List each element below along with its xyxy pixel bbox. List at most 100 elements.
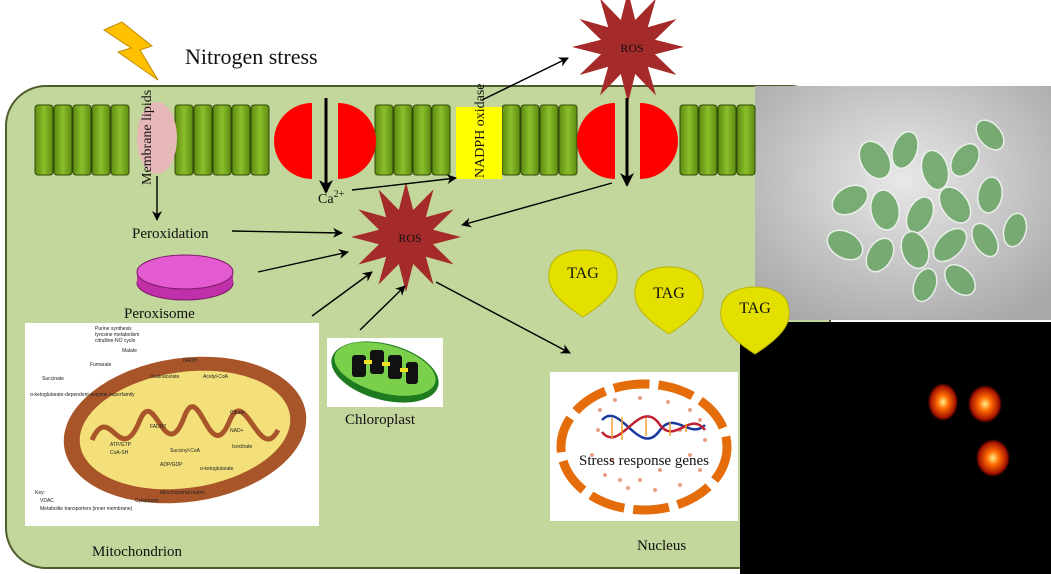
mito-annotation: Cytoplasm — [135, 498, 159, 504]
membrane-cylinder — [374, 104, 394, 176]
mito-annotation: CoA-SH — [110, 450, 129, 456]
mito-annotation: Succinate — [42, 376, 64, 382]
tag-label: TAG — [653, 285, 685, 302]
membrane-cylinder — [110, 104, 130, 176]
calcium-channel-left — [274, 103, 376, 179]
nucleus-dot — [598, 408, 602, 412]
arrow-ros-to-nucleus — [435, 281, 571, 354]
lightning-icon — [102, 21, 159, 81]
mito-annotation: citrulline-NO cycle — [95, 338, 136, 344]
nucleus-dot — [678, 483, 682, 487]
nucleus-dot — [596, 428, 600, 432]
arrow-mitochondrion-to-ros — [311, 271, 373, 317]
nucleus-dot — [653, 488, 657, 492]
nucleus-dot — [590, 453, 594, 457]
nucleus-dot — [688, 453, 692, 457]
nucleus-dot — [603, 473, 607, 477]
membrane-cylinder — [501, 104, 521, 176]
membrane-cylinder — [34, 104, 54, 176]
nucleus-dot — [698, 468, 702, 472]
membrane-cylinder — [393, 104, 413, 176]
diagram-title: Nitrogen stress — [185, 44, 318, 69]
microscopy-fluorescence-image — [740, 322, 1051, 574]
membrane-cylinder — [53, 104, 73, 176]
nucleus-dot — [703, 438, 707, 442]
mito-annotation: Mitochondrial matrix — [160, 490, 205, 496]
nucleus-dot — [638, 396, 642, 400]
ros-star-center — [351, 182, 461, 292]
arrow-ca-to-nadph — [351, 174, 457, 191]
chloroplast-label: Chloroplast — [345, 412, 416, 428]
mito-annotation: ATP/GTP — [110, 442, 132, 448]
membrane-cylinder — [72, 104, 92, 176]
mito-annotation: Purine synthesis — [95, 326, 132, 332]
membrane-cylinder — [679, 104, 699, 176]
arrow-peroxidation-to-ros — [231, 227, 343, 238]
nucleus-dot — [658, 468, 662, 472]
pathway-arrows — [152, 57, 634, 354]
nucleus-dot — [698, 418, 702, 422]
membrane-cylinder — [717, 104, 737, 176]
ros-star-top — [572, 0, 684, 103]
mito-annotation: ADP/GDP — [160, 462, 183, 468]
dna-helix-icon — [601, 414, 706, 440]
membrane-cylinders — [34, 104, 756, 176]
nadph-oxidase: NADPH oxidase — [456, 84, 502, 179]
tag-droplet: TAG — [634, 266, 704, 335]
membrane-cylinder — [91, 104, 111, 176]
mito-annotation: α-ketoglutarate-dependent enzyme superfa… — [30, 392, 135, 398]
mito-annotation: NADH — [183, 358, 198, 364]
nucleus-label: Nucleus — [637, 538, 686, 554]
nadph-oxidase-label: NADPH oxidase — [473, 84, 488, 179]
ros-center-label: ROS — [398, 231, 421, 245]
mito-annotation: VDAC — [40, 498, 54, 504]
mito-annotation: Oxaloacetate — [150, 374, 180, 380]
tag-droplet: TAG — [720, 286, 790, 355]
membrane-cylinder — [231, 104, 251, 176]
mito-annotation: FADH2 — [150, 424, 166, 430]
nucleus-dot — [638, 478, 642, 482]
membrane-cylinder — [212, 104, 232, 176]
tag-droplet: TAG — [548, 249, 618, 318]
membrane-cylinder — [558, 104, 578, 176]
nucleus-dot — [688, 408, 692, 412]
mito-annotation: Acetyl-CoA — [203, 374, 229, 380]
calcium-label: Ca2+ — [318, 189, 345, 207]
nucleus-dot — [618, 478, 622, 482]
mito-annotation: Succinyl-CoA — [170, 448, 201, 454]
mitochondrion-label: Mitochondrion — [92, 544, 182, 560]
tag-label: TAG — [567, 265, 599, 282]
mito-annotation: tyrosine metabolism — [95, 332, 139, 338]
mito-annotation: Metabolite transporters (inner membrane) — [40, 506, 133, 512]
mito-annotation: Malate — [122, 348, 137, 354]
calcium-base: Ca — [318, 192, 334, 207]
membrane-cylinder — [520, 104, 540, 176]
membrane-cylinder — [250, 104, 270, 176]
arrow-chloroplast-to-ros — [359, 285, 406, 331]
membrane-cylinder — [412, 104, 432, 176]
nucleus-dot — [626, 486, 630, 490]
arrow-peroxisome-to-ros — [257, 249, 349, 273]
membrane-cylinder — [698, 104, 718, 176]
membrane-cylinder — [174, 104, 194, 176]
tag-label: TAG — [739, 300, 771, 317]
membrane-cylinder — [736, 104, 756, 176]
mito-annotation: Fumarate — [90, 362, 112, 368]
nucleus-dot — [666, 400, 670, 404]
membrane-cylinder — [431, 104, 451, 176]
membrane-lipids: Membrane lipids — [137, 90, 177, 185]
peroxidation-label: Peroxidation — [132, 226, 209, 242]
nucleus-dot — [610, 458, 614, 462]
chloroplast-image — [327, 338, 443, 407]
calcium-superscript: 2+ — [334, 189, 345, 200]
microscopy-brightfield-image — [755, 86, 1051, 320]
mito-annotation: α-ketoglutarate — [200, 466, 234, 472]
arrow-membrane-to-ros — [461, 182, 613, 228]
ros-top-label: ROS — [620, 41, 643, 55]
arrow-nadph-to-ros-top — [481, 57, 569, 101]
stress-genes-label: Stress response genes — [579, 453, 709, 469]
nucleus-image: Stress response genes — [550, 372, 738, 521]
mito-annotation: Isocitrate — [232, 444, 253, 450]
